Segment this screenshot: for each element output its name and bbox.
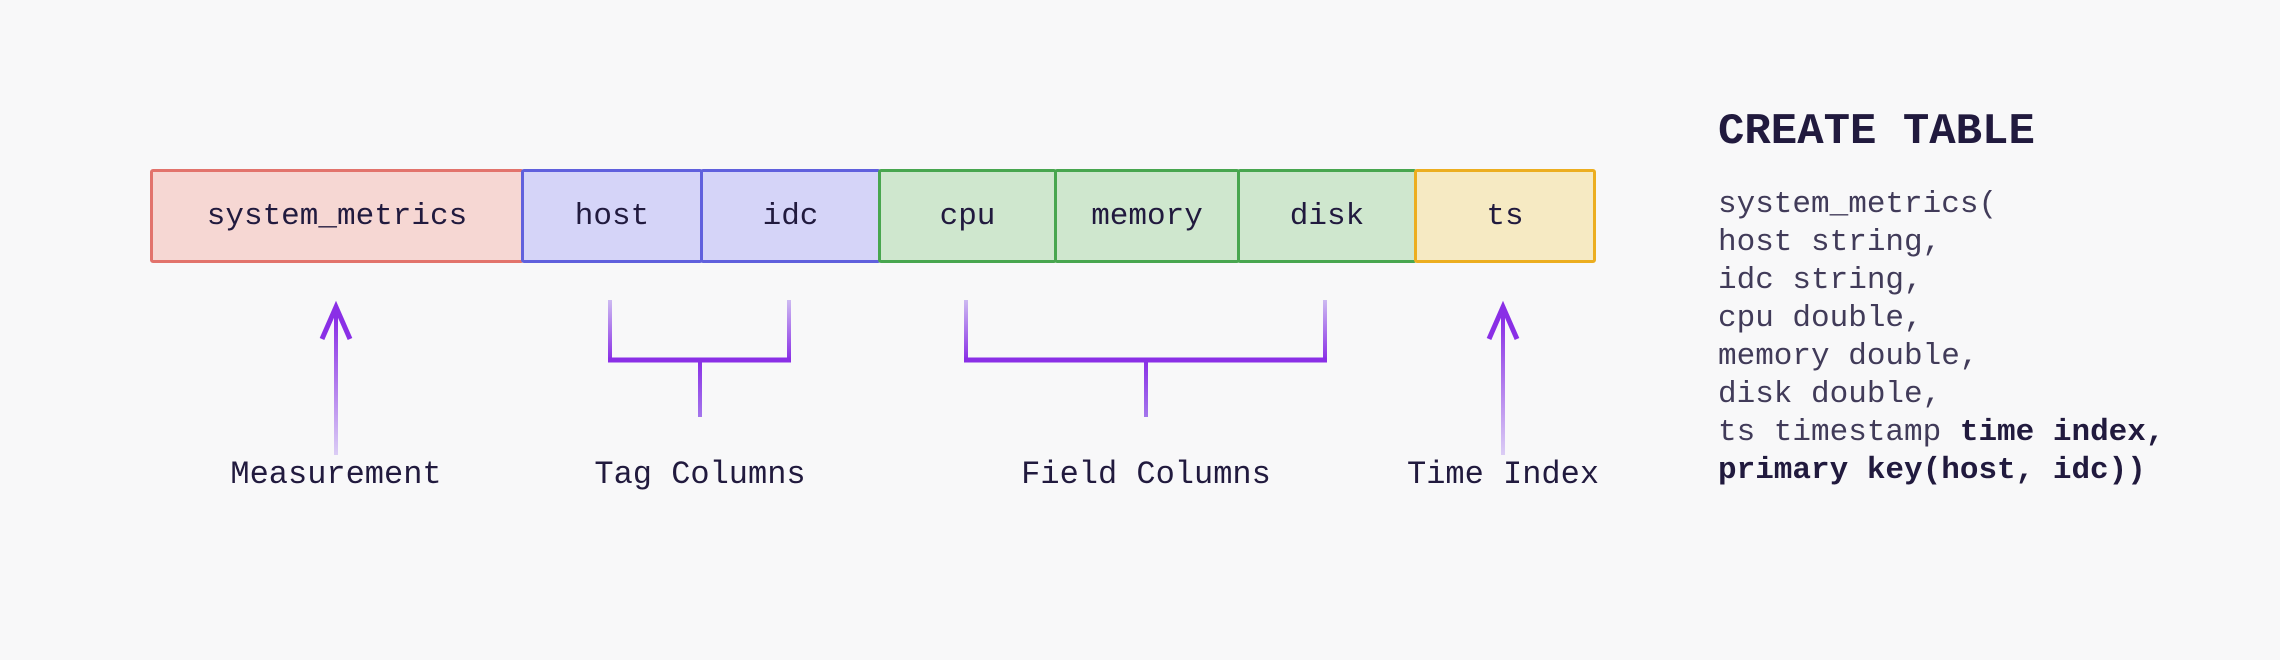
- sql-line: disk double,: [1718, 377, 1942, 412]
- box-system-metrics: system_metrics: [150, 169, 524, 263]
- box-cpu: cpu: [878, 169, 1057, 263]
- sql-line: ts timestamp time index,: [1718, 415, 2165, 450]
- box-ts: ts: [1414, 169, 1596, 263]
- field-columns-bracket: [964, 300, 1327, 417]
- label-measurement: Measurement: [230, 456, 442, 493]
- label-tag-columns: Tag Columns: [594, 456, 806, 493]
- tag-columns-bracket: [608, 300, 791, 417]
- time-index-arrow: [1486, 300, 1520, 455]
- sql-line: memory double,: [1718, 339, 1979, 374]
- box-idc: idc: [700, 169, 881, 263]
- create-table-snippet: CREATE TABLE system_metrics( host string…: [1718, 108, 2164, 490]
- label-field-columns: Field Columns: [1021, 456, 1271, 493]
- sql-line: cpu double,: [1718, 301, 1923, 336]
- sql-line: idc string,: [1718, 263, 1923, 298]
- sql-line: primary key(host, idc)): [1718, 453, 2146, 488]
- sql-line: host string,: [1718, 225, 1942, 260]
- box-host: host: [521, 169, 703, 263]
- sql-line: system_metrics(: [1718, 187, 1998, 222]
- measurement-arrow: [319, 300, 353, 455]
- label-time-index: Time Index: [1406, 456, 1600, 493]
- sql-title: CREATE TABLE: [1718, 107, 2035, 157]
- box-disk: disk: [1237, 169, 1417, 263]
- box-memory: memory: [1054, 169, 1240, 263]
